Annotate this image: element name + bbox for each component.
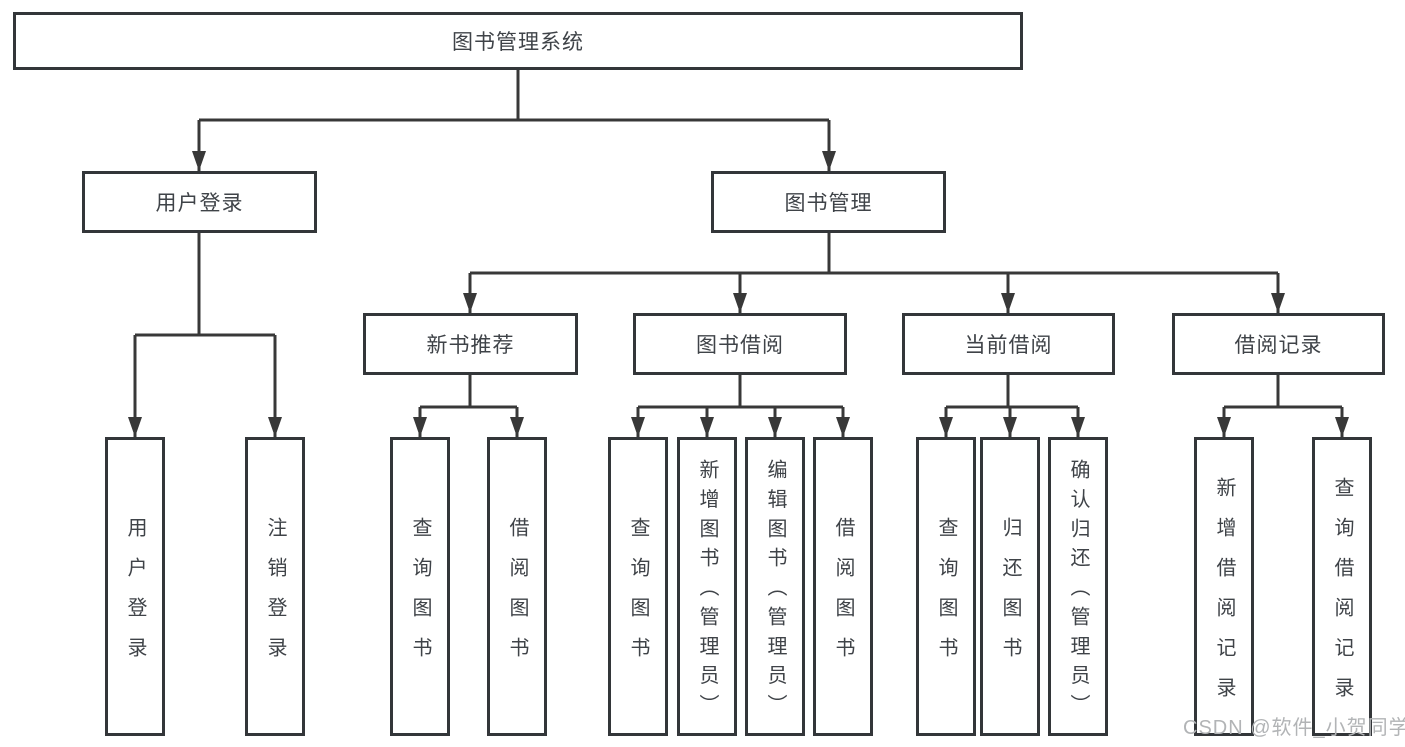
leaf-confirm-return-admin: 确认归还（管理员） [1048,437,1108,736]
node-new-book-recommendation: 新书推荐 [363,313,578,375]
leaf-edit-book-admin: 编辑图书（管理员） [745,437,805,736]
node-library-management-system: 图书管理系统 [13,12,1023,70]
leaf-query-books-current: 查询图书 [916,437,976,736]
leaf-query-books-current-label: 查询图书 [935,516,957,677]
leaf-query-books-borrow-label: 查询图书 [627,516,649,677]
leaf-add-borrow-record-label: 新增借阅记录 [1213,476,1235,717]
leaf-confirm-return-admin-label: 确认归还（管理员） [1067,459,1089,724]
leaf-borrow-books-recommend: 借阅图书 [487,437,547,736]
csdn-watermark: CSDN @软件_小贺同学 [1183,717,1405,739]
node-borrowing-records: 借阅记录 [1172,313,1385,375]
leaf-user-login-label: 用户登录 [124,516,146,677]
node-book-borrowing: 图书借阅 [633,313,847,375]
leaf-query-books-recommend: 查询图书 [390,437,450,736]
node-book-management: 图书管理 [711,171,946,233]
leaf-borrow-books: 借阅图书 [813,437,873,736]
node-user-login: 用户登录 [82,171,317,233]
leaf-edit-book-admin-label: 编辑图书（管理员） [764,459,786,724]
leaf-query-books-borrow: 查询图书 [608,437,668,736]
leaf-add-borrow-record: 新增借阅记录 [1194,437,1254,736]
leaf-query-borrow-record: 查询借阅记录 [1312,437,1372,736]
leaf-add-book-admin: 新增图书（管理员） [677,437,737,736]
leaf-borrow-books-label: 借阅图书 [832,516,854,677]
leaf-return-book-label: 归还图书 [999,516,1021,677]
leaf-return-book: 归还图书 [980,437,1040,736]
leaf-query-borrow-record-label: 查询借阅记录 [1331,476,1353,717]
leaf-logout: 注销登录 [245,437,305,736]
leaf-user-login: 用户登录 [105,437,165,736]
leaf-borrow-books-recommend-label: 借阅图书 [506,516,528,677]
node-current-borrowing: 当前借阅 [902,313,1115,375]
leaf-query-books-recommend-label: 查询图书 [409,516,431,677]
leaf-logout-label: 注销登录 [264,516,286,677]
leaf-add-book-admin-label: 新增图书（管理员） [696,459,718,724]
